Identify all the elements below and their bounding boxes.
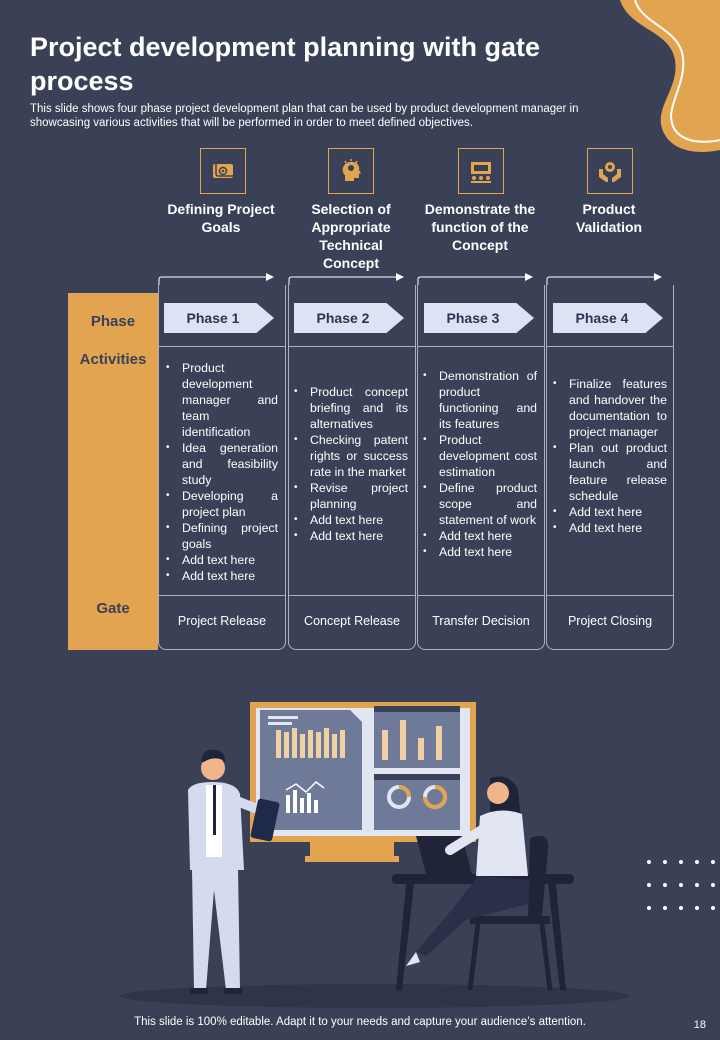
timeline-arrow-4 xyxy=(546,273,662,285)
page-title: Project development planning with gate p… xyxy=(30,32,541,96)
list-item: Add text here xyxy=(292,512,408,528)
phase-column-3 xyxy=(417,285,545,650)
gate-text-3: Transfer Decision xyxy=(432,614,530,628)
goal-document-icon xyxy=(200,148,246,194)
list-item: Revise project planning xyxy=(292,480,408,512)
activity-list-3: Demonstration of product functioning and… xyxy=(421,368,537,560)
timeline-arrow-3 xyxy=(417,273,533,285)
decorative-blob xyxy=(620,0,720,152)
phase-column-2 xyxy=(288,285,416,650)
decorative-dot-grid xyxy=(647,860,715,910)
gate-text-4: Project Closing xyxy=(567,614,653,628)
activity-list-2: Product concept briefing and its alterna… xyxy=(292,384,408,544)
list-item: Plan out product launch and feature rele… xyxy=(551,440,667,504)
list-item: Idea generation and feasibility study xyxy=(164,440,278,488)
list-item: Checking patent rights or success rate i… xyxy=(292,432,408,480)
activity-list-4: Finalize features and handover the docum… xyxy=(551,376,667,536)
hands-gear-icon xyxy=(587,148,633,194)
phase-label-4: Phase 4 xyxy=(553,303,663,333)
list-item: Product development cost estimation xyxy=(421,432,537,480)
row-label-activities: Activities xyxy=(79,351,147,368)
phase-column-4 xyxy=(546,285,674,650)
list-item: Product development manager and team ide… xyxy=(164,360,278,440)
row-label-gate: Gate xyxy=(96,600,130,617)
list-item: Add text here xyxy=(164,568,278,584)
stage-title-1: Defining Project Goals xyxy=(167,201,275,235)
timeline-arrow-1 xyxy=(158,273,274,285)
list-item: Add text here xyxy=(164,552,278,568)
list-item: Add text here xyxy=(421,544,537,560)
phase-label-2: Phase 2 xyxy=(294,303,404,333)
footer-note: This slide is 100% editable. Adapt it to… xyxy=(134,1016,586,1028)
stage-title-2: Selection of Appropriate Technical Conce… xyxy=(311,201,391,271)
timeline-arrow-2 xyxy=(288,273,404,285)
row-label-phase: Phase xyxy=(90,313,136,330)
list-item: Add text here xyxy=(421,528,537,544)
stage-title-3: Demonstrate the function of the Concept xyxy=(424,201,536,253)
team-dashboard-illustration xyxy=(120,702,630,1008)
head-lightbulb-icon xyxy=(328,148,374,194)
list-item: Developing a project plan xyxy=(164,488,278,520)
stage-title-4: Product Validation xyxy=(575,201,643,235)
phase-column-1 xyxy=(158,285,286,650)
list-item: Demonstration of product functioning and… xyxy=(421,368,537,432)
list-item: Add text here xyxy=(551,504,667,520)
list-item: Product concept briefing and its alterna… xyxy=(292,384,408,432)
phase-label-1: Phase 1 xyxy=(164,303,274,333)
list-item: Finalize features and handover the docum… xyxy=(551,376,667,440)
list-item: Defining project goals xyxy=(164,520,278,552)
list-item: Define product scope and statement of wo… xyxy=(421,480,537,528)
phase-label-3: Phase 3 xyxy=(424,303,534,333)
activity-list-1: Product development manager and team ide… xyxy=(164,360,278,584)
page-subtitle: This slide shows four phase project deve… xyxy=(30,103,579,129)
list-item: Add text here xyxy=(292,528,408,544)
gate-text-1: Project Release xyxy=(177,614,267,628)
row-label-bar xyxy=(68,293,158,650)
presentation-board-icon xyxy=(458,148,504,194)
list-item: Add text here xyxy=(551,520,667,536)
gate-text-2: Concept Release xyxy=(304,614,400,628)
page-number: 18 xyxy=(693,1019,706,1031)
